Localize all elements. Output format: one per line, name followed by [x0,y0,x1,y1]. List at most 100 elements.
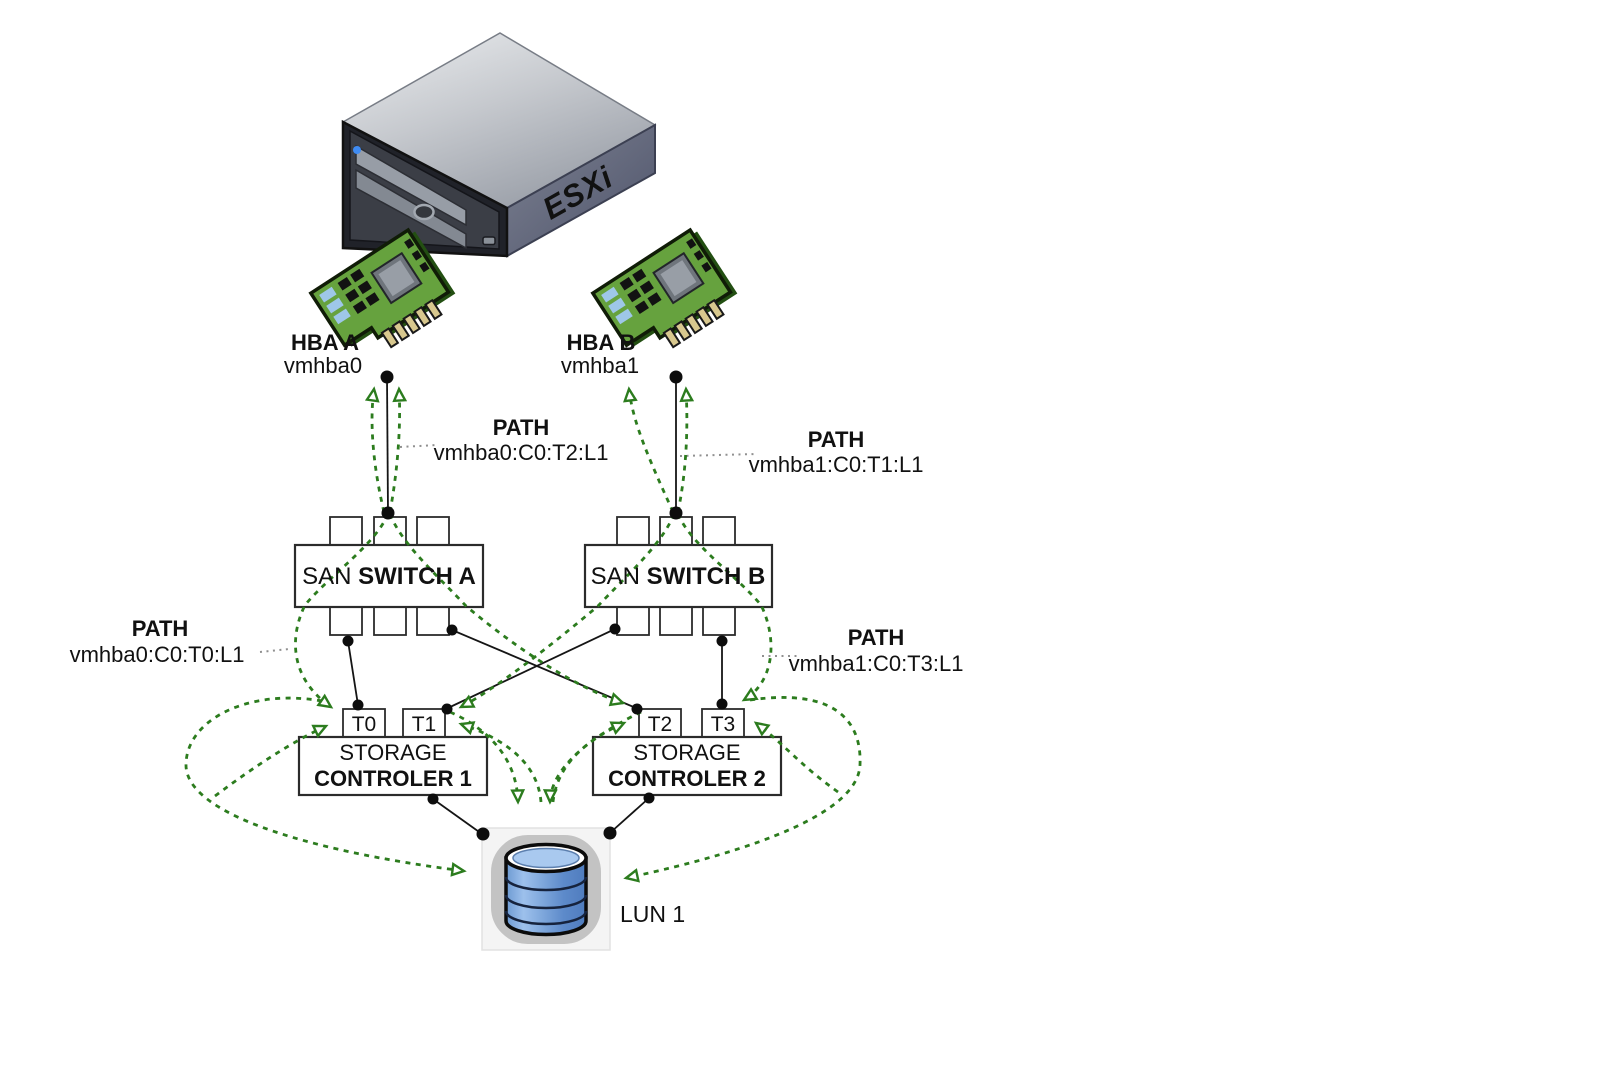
switch-a-box [293,543,485,609]
port-t0-label: T0 [352,713,377,736]
switch-a-label-name: SWITCH A [358,563,476,590]
dot-switch-a-bottom-right [446,624,458,636]
dot-switch-b-bottom-right [716,635,728,647]
dot-lun-left [476,827,490,841]
hba-a-title: HBA A [291,330,359,355]
hba-chip-blue [608,297,626,314]
controller-2-line2: CONTROLER 2 [608,766,766,791]
switch-port [329,516,363,547]
switch-port [702,605,736,636]
route-t0-lun-loop [184,696,467,877]
route-return-hba-a-right [388,386,408,513]
switch-port [329,605,363,636]
cylinder-band-line [504,876,588,892]
switch-port [702,516,736,547]
dot-t3 [716,698,728,710]
route-lun-t1-return [458,721,543,803]
path-label-top-right-value: vmhba1:C0:T1:L1 [749,452,924,477]
server-led [353,146,361,154]
lun-label: LUN 1 [620,901,685,927]
hba-chip-black [619,276,634,291]
dot-switch-b-bottom-left [609,623,621,635]
switch-a-label: SAN SWITCH A [302,563,476,590]
hba-chip-edge [411,250,422,261]
label-leaders [259,444,801,657]
port-t2-label: T2 [648,713,673,736]
dot-hba-a [380,370,394,384]
cylinder-band-line [504,910,588,926]
switch-b-label-name: SWITCH B [647,563,766,590]
hba-chip-black [352,300,367,314]
switch-port [373,605,407,636]
dot-t1 [441,703,453,715]
dot-switch-a-top [381,506,395,520]
lun-ring [491,835,601,944]
dot-switch-b-top [669,506,683,520]
hba-chip-black [632,268,647,283]
path-label-mid-right-title: PATH [848,625,905,650]
switch-port [416,605,450,636]
cable-switchA-t0 [347,640,359,706]
san-switch-b [583,516,774,636]
controller-2-line1: STORAGE [633,740,740,765]
route-lun-t2-return [551,721,627,803]
hba-chip-blue [615,308,633,325]
server-usb-port [482,236,496,246]
route-return-hba-a-left [364,386,386,513]
switch-b-label: SAN SWITCH B [591,563,766,590]
hba-a-subtitle: vmhba0 [284,353,362,378]
dot-ctrl2-bottom [643,792,655,804]
hba-chip-blue [326,297,344,314]
switch-port [659,605,693,636]
cable-switchA-t2 [451,629,637,709]
controller-1-line1: STORAGE [339,740,446,765]
cable-ctrl2-lun [610,797,650,833]
cable-ctrl1-lun [432,798,483,835]
cable-switchB-t1 [447,628,616,709]
hba-chip-black [345,288,360,303]
hba-chip-black [357,280,372,295]
path-label-top-right-title: PATH [808,427,865,452]
route-switchB-t3 [676,513,773,702]
san-switch-a [293,516,485,636]
hba-chip-black [627,288,642,303]
port-t1-label: T1 [412,713,437,736]
dot-t2 [631,703,643,715]
hba-chip-edge [404,238,415,249]
hba-chip-edge [693,250,704,261]
dot-lun-right [603,826,617,840]
dot-t0 [352,699,364,711]
multipath-routes [184,386,862,883]
storage-controller-1 [297,708,489,797]
target-port-t0 [342,708,386,738]
hba-cpu-inner [378,260,415,297]
route-t3-lun-loop [623,696,862,883]
hba-cpu-inner [660,260,697,297]
hba-chip-edge [701,261,712,273]
database-cylinder-body [504,856,588,937]
leader-path-top-left [399,444,438,448]
controller-2-box [591,735,783,797]
switch-port [616,605,650,636]
connection-dots [342,370,728,841]
switch-b-box [583,543,774,609]
route-return-hba-b-left [623,386,675,513]
route-switchA-t2 [388,513,626,707]
controller-1-line2: CONTROLER 1 [314,766,472,791]
esxi-server-icon: ESXi [341,32,657,258]
hba-chip-black [647,292,662,306]
hba-b-title: HBA B [567,330,636,355]
leader-path-mid-left [259,648,290,653]
hba-chip-blue [333,308,351,325]
port-t3-label: T3 [711,713,736,736]
target-port-t2 [638,708,682,738]
route-lun-t3-return [753,721,839,794]
route-lun-t0-return [214,724,329,798]
path-label-mid-left-value: vmhba0:C0:T0:L1 [70,642,245,667]
hba-chip-blue [319,286,337,303]
hba-a-card-icon [308,227,456,349]
path-label-mid-right-value: vmhba1:C0:T3:L1 [789,651,964,676]
server-drive-bay [355,144,467,227]
